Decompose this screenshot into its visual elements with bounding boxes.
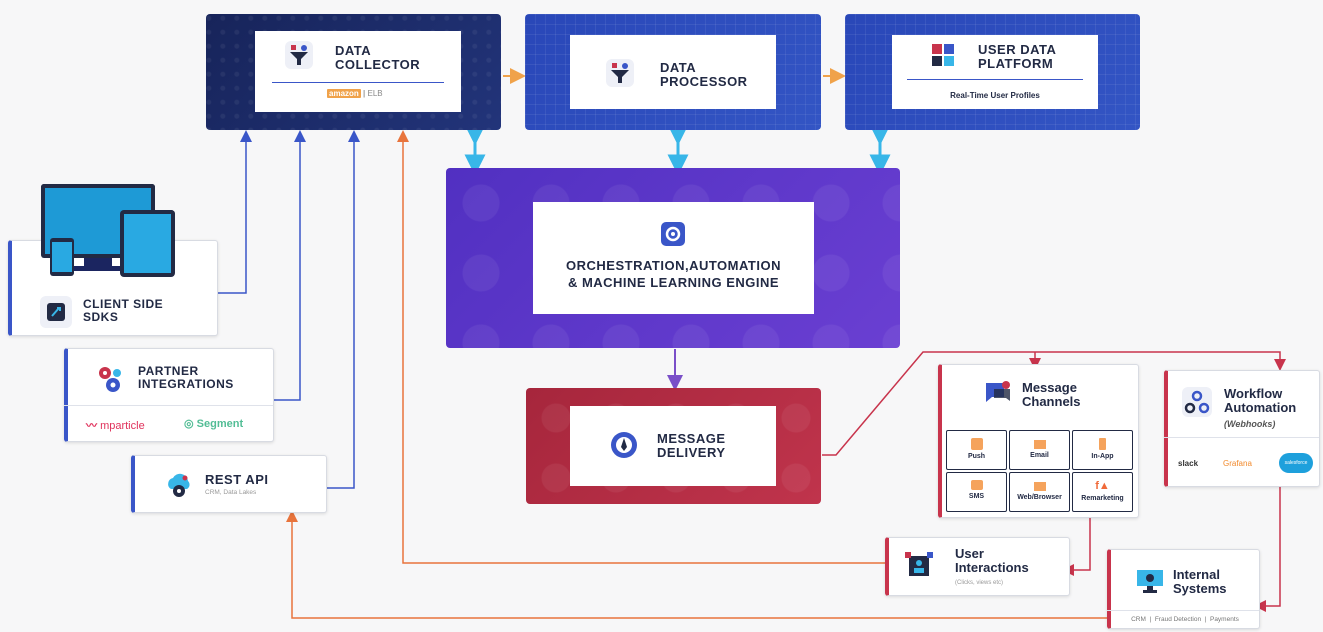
user-screen-icon bbox=[903, 550, 935, 582]
gear-rocket-icon bbox=[608, 429, 640, 461]
rest-to-collector-line bbox=[325, 130, 360, 489]
channel-in-app: In-App bbox=[1072, 430, 1133, 470]
email-icon bbox=[1033, 440, 1046, 449]
slack-logo: slack bbox=[1178, 459, 1199, 468]
sdk-icon bbox=[40, 296, 72, 328]
rest-api-card: REST API CRM, Data Lakes bbox=[131, 455, 327, 513]
channel-web-browser: Web/Browser bbox=[1009, 472, 1070, 512]
rest-api-subtitle: CRM, Data Lakes bbox=[205, 489, 257, 496]
mparticle-logo: 〰 mparticle bbox=[86, 420, 145, 432]
grid-icon bbox=[932, 44, 954, 66]
salesforce-logo: salesforce bbox=[1279, 453, 1313, 473]
channel-remarketing: f▲Remarketing bbox=[1072, 472, 1133, 512]
push-icon bbox=[970, 438, 983, 450]
chip-gear-icon bbox=[661, 222, 685, 246]
workflow-to-internal-line bbox=[1254, 487, 1281, 612]
internal-to-rest-line bbox=[286, 510, 1107, 619]
aws-logo: amazon | ELB bbox=[327, 89, 383, 98]
browser-icon bbox=[1033, 482, 1046, 491]
interactions-subtitle: (Clicks, views etc) bbox=[955, 580, 1004, 586]
internal-footer: CRM | Fraud Detection | Payments bbox=[1131, 616, 1239, 623]
webhook-icon bbox=[1182, 387, 1212, 417]
rest-api-title: REST API bbox=[205, 472, 269, 487]
grafana-logo: Grafana bbox=[1223, 459, 1252, 468]
chat-icon bbox=[982, 377, 1014, 409]
funnel-icon bbox=[285, 41, 313, 69]
workflow-subtitle: (Webhooks) bbox=[1224, 419, 1276, 429]
monitor-icon bbox=[1135, 566, 1165, 596]
gears-icon bbox=[95, 363, 127, 395]
sdk-to-collector-line bbox=[217, 130, 252, 294]
segment-logo: ◎ Segment bbox=[184, 418, 244, 430]
channels-to-interactions-line bbox=[1062, 517, 1091, 576]
funnel-icon bbox=[606, 59, 634, 87]
channel-push: Push bbox=[946, 430, 1007, 470]
engine-panel: ORCHESTRATION,AUTOMATION& MACHINE LEARNI… bbox=[446, 168, 900, 348]
channel-email: Email bbox=[1009, 430, 1070, 470]
cloud-gear-icon bbox=[163, 469, 195, 501]
delivery-to-workflow-line bbox=[822, 351, 1286, 456]
channel-sms: SMS bbox=[946, 472, 1007, 512]
engine-card: ORCHESTRATION,AUTOMATION& MACHINE LEARNI… bbox=[533, 202, 814, 314]
interactions-to-collector-line bbox=[397, 130, 885, 564]
udp-subtitle: Real-Time User Profiles bbox=[950, 91, 1040, 100]
engine-title: ORCHESTRATION,AUTOMATION& MACHINE LEARNI… bbox=[566, 258, 781, 290]
sms-icon bbox=[970, 480, 983, 490]
phone-icon bbox=[1099, 438, 1106, 450]
remarketing-icon: f▲ bbox=[1095, 480, 1110, 492]
